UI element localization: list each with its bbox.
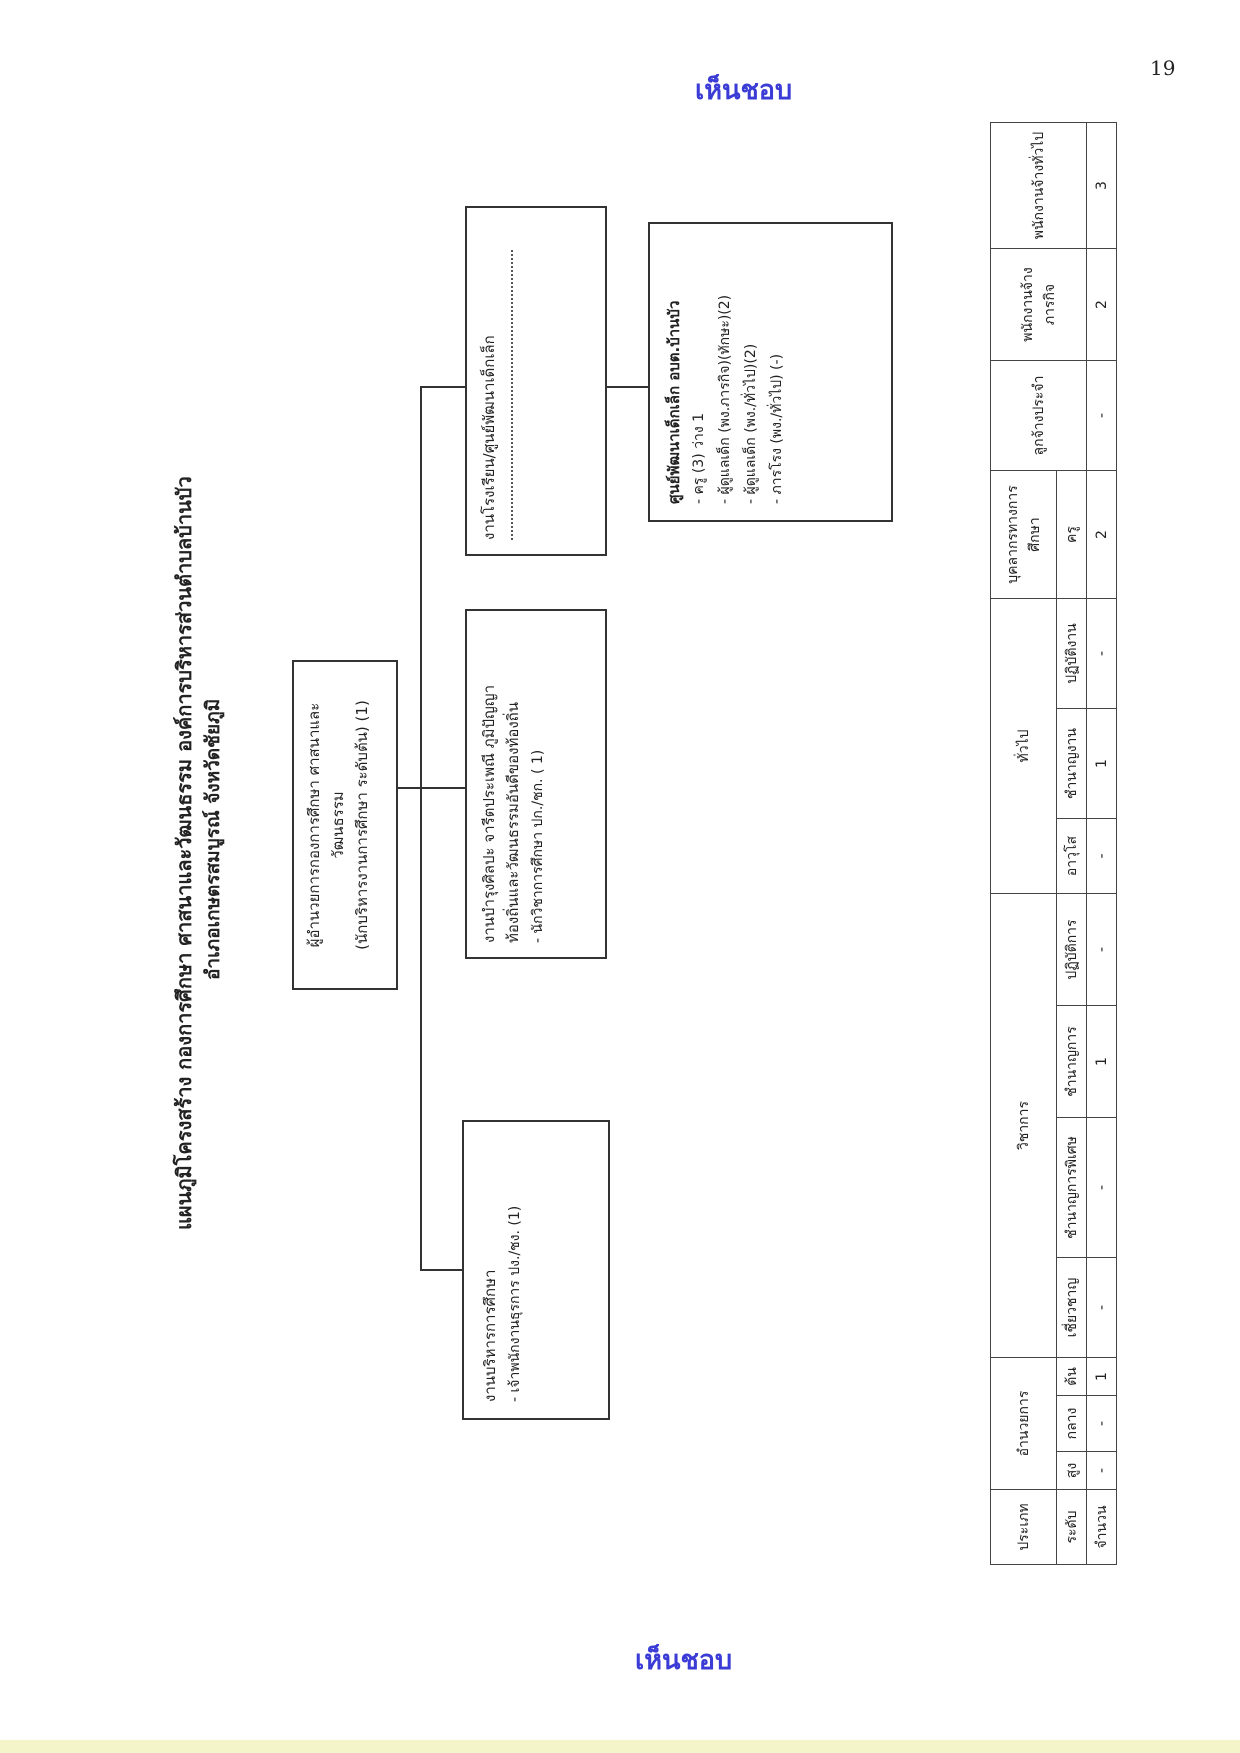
group-header: บุคลากรทางการศึกษา (990, 470, 1057, 599)
level-cell: ชำนาญการพิเศษ (1056, 1117, 1087, 1258)
count-cell: - (1086, 1451, 1117, 1490)
connector-school-center (607, 386, 648, 388)
rotated-landscape-content: แผนภูมิโครงสร้าง กองการศึกษา ศาสนาและวัฒ… (0, 60, 1240, 1720)
table-header-row: ประเภท อำนวยการ วิชาการ ทั่วไป บุคลากรทา… (990, 122, 1087, 1565)
director-position: (นักบริหารงานการศึกษา ระดับต้น) (1) (353, 700, 371, 950)
group-header: วิชาการ (990, 893, 1057, 1358)
level-cell: อาวุโส (1056, 818, 1087, 894)
culture-title: งานบำรุงศิลปะ จารีตประเพณี ภูมิปัญญา (480, 684, 498, 943)
group-header: อำนวยการ (990, 1357, 1057, 1490)
connector-admin (420, 1269, 462, 1271)
child-center-staff: - ผู้ดูแลเด็ก (พง./ทั่วไป)(2) (743, 343, 759, 504)
connector-school (420, 386, 465, 388)
count-cell: 1 (1086, 1357, 1117, 1396)
level-label: ระดับ (1056, 1489, 1087, 1565)
count-cell: 1 (1086, 708, 1117, 819)
school-title: งานโรงเรียน/ศูนย์พัฒนาเด็กเล็ก (480, 335, 498, 540)
count-cell: - (1086, 1395, 1117, 1452)
child-center-title: ศูนย์พัฒนาเด็กเล็ก อบต.บ้านบัว (665, 300, 683, 504)
approval-stamp-top: เห็นชอบ (695, 75, 793, 106)
admin-staff: - เจ้าพนักงานธุรการ ปง./ชง. (1) (507, 1205, 523, 1402)
group-header: ทั่วไป (990, 598, 1057, 894)
chart-title-line1: แผนภูมิโครงสร้าง กองการศึกษา ศาสนาและวัฒ… (172, 476, 196, 1230)
staff-summary-table: ประเภท อำนวยการ วิชาการ ทั่วไป บุคลากรทา… (990, 122, 1117, 1565)
count-cell: - (1086, 1257, 1117, 1358)
level-cell: ปฏิบัติงาน (1056, 598, 1087, 709)
approval-stamp-bottom: เห็นชอบ (635, 1645, 733, 1676)
connector-main-down (398, 787, 420, 789)
count-cell: 3 (1086, 122, 1117, 249)
count-cell: 1 (1086, 1005, 1117, 1118)
type-label: ประเภท (990, 1489, 1057, 1565)
child-center-staff: - ภารโรง (พง./ทั่วไป) (-) (769, 353, 785, 504)
level-cell: ครู (1056, 470, 1087, 599)
level-cell: เชี่ยวชาญ (1056, 1257, 1087, 1358)
group-header: พนักงานจ้างทั่วไป (990, 122, 1087, 249)
level-cell: ชำนาญการ (1056, 1005, 1087, 1118)
admin-title: งานบริหารการศึกษา (481, 1269, 499, 1402)
count-label: จำนวน (1086, 1489, 1117, 1565)
count-cell: 2 (1086, 248, 1117, 361)
culture-box: งานบำรุงศิลปะ จารีตประเพณี ภูมิปัญญา ท้อ… (465, 609, 607, 959)
group-header: ลูกจ้างประจำ (990, 360, 1087, 471)
count-cell: 2 (1086, 470, 1117, 599)
level-cell: กลาง (1056, 1395, 1087, 1452)
child-center-staff: - ครู (3) ว่าง 1 (691, 412, 707, 504)
level-cell: สูง (1056, 1451, 1087, 1490)
table-count-row: จำนวน - - 1 - - 1 - - 1 - 2 - 2 3 (1086, 122, 1117, 1565)
scan-edge-band (0, 1740, 1240, 1753)
count-cell: - (1086, 1117, 1117, 1258)
child-center-staff: - ผู้ดูแลเด็ก (พง.ภารกิจ)(ทักษะ)(2) (717, 294, 733, 504)
level-cell: ต้น (1056, 1357, 1087, 1396)
count-cell: - (1086, 360, 1117, 471)
level-cell: ชำนาญงาน (1056, 708, 1087, 819)
school-dotted-line (511, 250, 513, 540)
culture-staff: - นักวิชาการศึกษา ปก./ชก. ( 1) (530, 749, 546, 943)
group-header: พนักงานจ้างภารกิจ (990, 248, 1087, 361)
director-box: ผู้อำนวยการกองการศึกษา ศาสนาและวัฒนธรรม … (292, 660, 398, 990)
director-title: ผู้อำนวยการกองการศึกษา ศาสนาและวัฒนธรรม (305, 702, 347, 948)
chart-title-line2: อำเภอเกษตรสมบูรณ์ จังหวัดชัยภูมิ (202, 698, 224, 980)
admin-box: งานบริหารการศึกษา - เจ้าพนักงานธุรการ ปง… (462, 1120, 610, 1420)
level-cell: ปฏิบัติการ (1056, 893, 1087, 1006)
count-cell: - (1086, 818, 1117, 894)
child-center-box: ศูนย์พัฒนาเด็กเล็ก อบต.บ้านบัว - ครู (3)… (648, 222, 893, 522)
culture-title-2: ท้องถิ่นและวัฒนธรรมอันดีของท้องถิ่น (504, 701, 522, 943)
school-box: งานโรงเรียน/ศูนย์พัฒนาเด็กเล็ก (465, 206, 607, 556)
page-number: 19 (1150, 56, 1176, 80)
count-cell: - (1086, 598, 1117, 709)
connector-horizontal-bus (420, 387, 422, 1271)
connector-culture (420, 787, 465, 789)
count-cell: - (1086, 893, 1117, 1006)
